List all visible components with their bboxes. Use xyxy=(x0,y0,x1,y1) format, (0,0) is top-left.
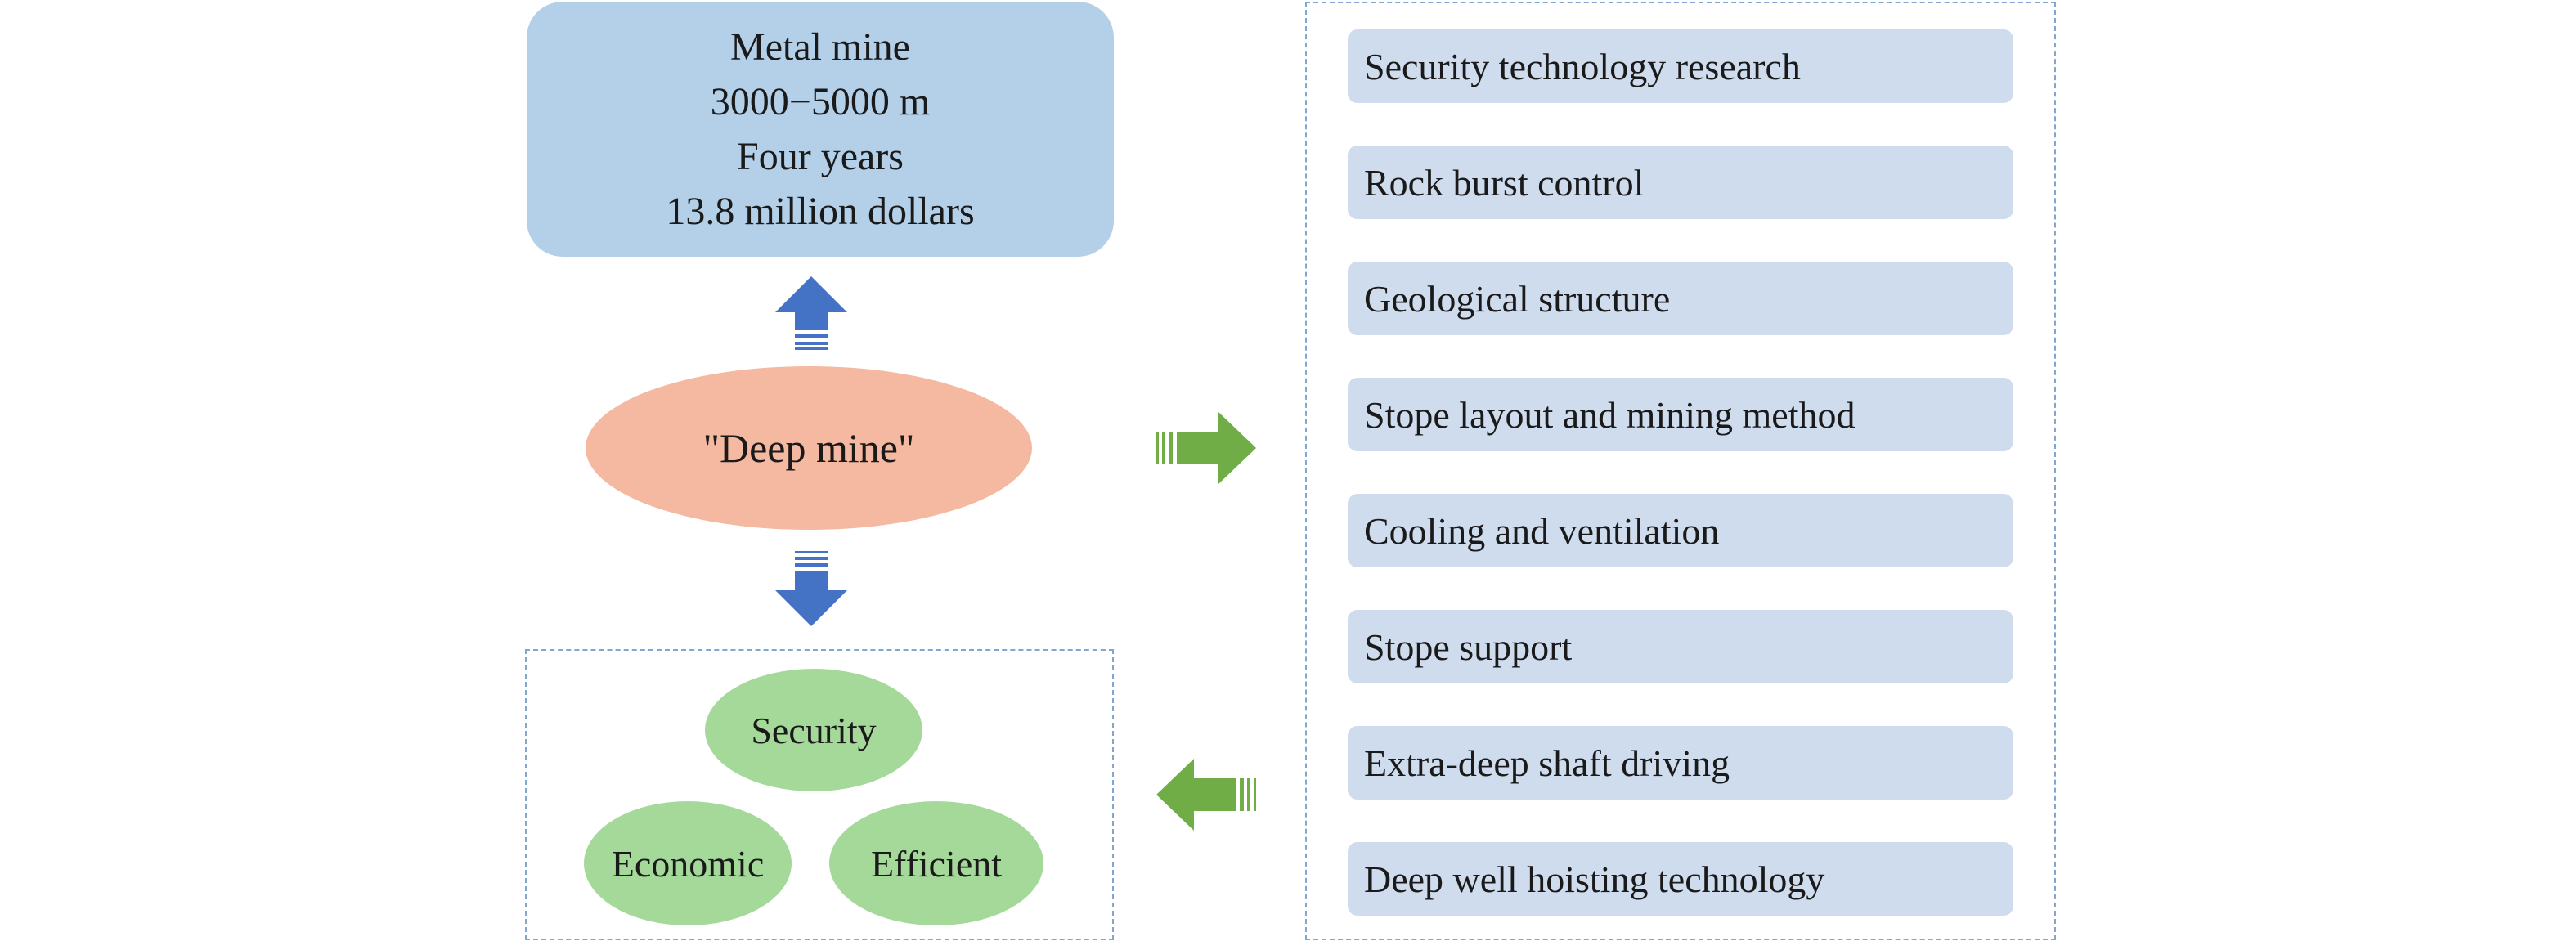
goal-economic-label: Economic xyxy=(611,842,765,885)
up-arrow-icon xyxy=(775,276,847,350)
research-item-hoisting-technology: Deep well hoisting technology xyxy=(1348,842,2013,916)
deep-mine-ellipse: "Deep mine" xyxy=(586,366,1032,530)
metal-mine-line: Metal mine xyxy=(730,25,910,69)
research-item-label: Stope layout and mining method xyxy=(1364,393,1856,436)
budget-line: 13.8 million dollars xyxy=(666,190,975,233)
goal-security: Security xyxy=(705,669,922,791)
metal-mine-box: Metal mine 3000−5000 m Four years 13.8 m… xyxy=(527,2,1114,257)
research-item-rock-burst: Rock burst control xyxy=(1348,146,2013,219)
research-item-stope-support: Stope support xyxy=(1348,610,2013,683)
goal-economic: Economic xyxy=(584,801,792,925)
research-item-geological-structure: Geological structure xyxy=(1348,262,2013,335)
duration-line: Four years xyxy=(737,135,904,178)
left-arrow-icon xyxy=(1156,759,1256,831)
right-arrow-icon xyxy=(1156,412,1256,484)
goal-efficient-label: Efficient xyxy=(870,842,1003,885)
goal-efficient: Efficient xyxy=(829,801,1043,925)
goal-security-label: Security xyxy=(751,709,877,751)
research-item-label: Extra-deep shaft driving xyxy=(1364,742,1730,784)
research-item-label: Rock burst control xyxy=(1364,161,1645,204)
research-item-shaft-driving: Extra-deep shaft driving xyxy=(1348,726,2013,800)
down-arrow-icon xyxy=(775,551,847,626)
research-item-cooling-ventilation: Cooling and ventilation xyxy=(1348,494,2013,567)
goals-box xyxy=(525,649,1114,940)
research-item-label: Deep well hoisting technology xyxy=(1364,858,1825,900)
research-item-label: Security technology research xyxy=(1364,45,1801,87)
research-item-stope-layout: Stope layout and mining method xyxy=(1348,378,2013,451)
research-item-label: Cooling and ventilation xyxy=(1364,509,1720,552)
research-item-label: Stope support xyxy=(1364,625,1573,668)
deep-mine-label: "Deep mine" xyxy=(702,425,915,471)
research-item-security-technology: Security technology research xyxy=(1348,29,2013,103)
depth-line: 3000−5000 m xyxy=(710,80,931,123)
research-item-label: Geological structure xyxy=(1364,277,1671,320)
research-areas-box xyxy=(1305,2,2056,940)
